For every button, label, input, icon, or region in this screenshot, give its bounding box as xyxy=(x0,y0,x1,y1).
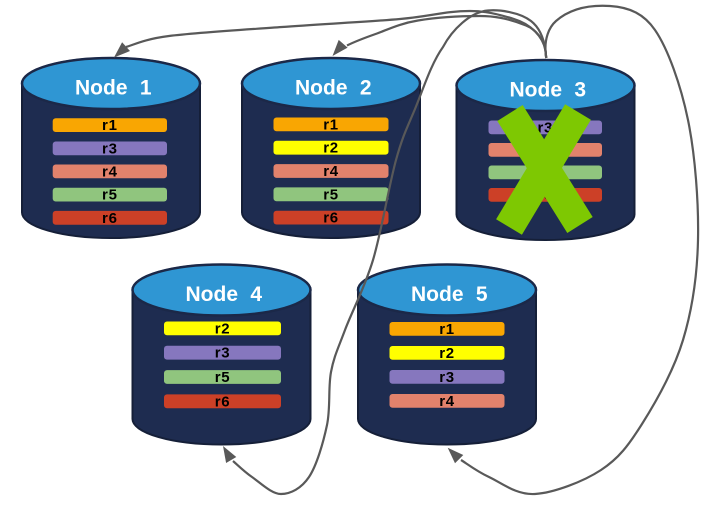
svg-text:Node: Node xyxy=(411,283,464,306)
svg-text:r5: r5 xyxy=(323,186,339,203)
svg-text:1: 1 xyxy=(140,77,152,100)
svg-text:r2: r2 xyxy=(323,140,339,157)
svg-text:Node: Node xyxy=(510,79,563,102)
svg-text:r3: r3 xyxy=(215,345,231,362)
svg-text:Node: Node xyxy=(186,283,239,306)
svg-text:r1: r1 xyxy=(439,321,455,338)
svg-text:Node: Node xyxy=(295,77,348,100)
svg-text:r6: r6 xyxy=(102,210,118,227)
svg-text:r4: r4 xyxy=(439,393,455,410)
svg-text:Node: Node xyxy=(75,77,128,100)
svg-text:r1: r1 xyxy=(102,117,118,134)
svg-text:r2: r2 xyxy=(439,345,455,362)
svg-text:r3: r3 xyxy=(102,140,118,157)
svg-text:r6: r6 xyxy=(323,210,339,227)
svg-text:3: 3 xyxy=(574,79,586,102)
svg-text:2: 2 xyxy=(360,77,372,100)
svg-text:5: 5 xyxy=(476,283,488,306)
svg-text:r4: r4 xyxy=(102,163,118,180)
svg-text:r3: r3 xyxy=(439,369,455,386)
svg-text:r1: r1 xyxy=(323,116,339,133)
svg-text:r4: r4 xyxy=(323,163,339,180)
svg-text:r6: r6 xyxy=(215,393,231,410)
svg-text:4: 4 xyxy=(250,283,262,306)
svg-text:r2: r2 xyxy=(215,320,231,337)
svg-text:r5: r5 xyxy=(102,187,118,204)
svg-text:r5: r5 xyxy=(215,369,231,386)
